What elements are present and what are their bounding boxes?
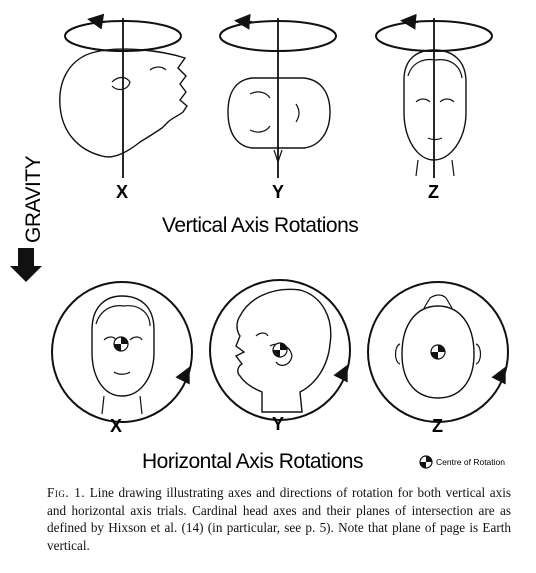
- gravity-indicator: GRAVITY: [10, 155, 45, 282]
- legend: Centre of Rotation: [419, 455, 505, 469]
- centre-of-rotation-icon: [419, 455, 433, 469]
- vertical-title: Vertical Axis Rotations: [162, 214, 358, 237]
- caption-lead: Fig. 1.: [47, 485, 86, 500]
- horizontal-y-label: Y: [272, 414, 284, 434]
- rotation-circle: [51, 281, 193, 423]
- vertical-y-label: Y: [272, 182, 284, 202]
- rotation-circle: [209, 279, 351, 421]
- rotation-arrow-icon: [175, 366, 190, 385]
- head-topview: [401, 305, 475, 399]
- gravity-arrow-icon: [10, 248, 42, 282]
- horizontal-x-panel: X: [51, 281, 193, 436]
- vertical-x-panel: X: [59, 13, 188, 202]
- centre-of-rotation-icon: [430, 344, 446, 360]
- legend-label: Centre of Rotation: [436, 457, 505, 467]
- rotation-circle: [367, 281, 509, 423]
- horizontal-z-panel: Z: [367, 281, 509, 436]
- vertical-x-label: X: [116, 182, 128, 202]
- head-lying-profile: [59, 48, 188, 158]
- gravity-label: GRAVITY: [22, 155, 45, 243]
- head-profile: [234, 288, 332, 413]
- head-front: [91, 295, 155, 397]
- rotation-arrow-icon: [400, 13, 419, 30]
- figure-caption: Fig. 1. Line drawing illustrating axes a…: [47, 484, 511, 554]
- caption-text: Line drawing illustrating axes and direc…: [47, 485, 511, 553]
- figure-illustration: X Y Z Vertical Axis Rotations GRAVITY: [10, 13, 509, 473]
- rotation-arrow-icon: [234, 13, 253, 30]
- horizontal-title: Horizontal Axis Rotations: [142, 450, 363, 473]
- centre-of-rotation-icon: [113, 336, 129, 352]
- centre-of-rotation-icon: [272, 342, 288, 358]
- rotation-arrow-icon: [333, 364, 348, 383]
- head-lying-topview: [227, 77, 331, 149]
- horizontal-z-label: Z: [432, 416, 443, 436]
- vertical-z-label: Z: [428, 182, 439, 202]
- rotation-arrow-icon: [491, 366, 506, 385]
- head-front: [403, 49, 467, 161]
- vertical-y-panel: Y: [219, 13, 337, 202]
- horizontal-x-label: X: [110, 416, 122, 436]
- horizontal-y-panel: Y: [209, 279, 351, 434]
- rotation-arrow-icon: [87, 13, 106, 30]
- vertical-z-panel: Z: [375, 13, 493, 202]
